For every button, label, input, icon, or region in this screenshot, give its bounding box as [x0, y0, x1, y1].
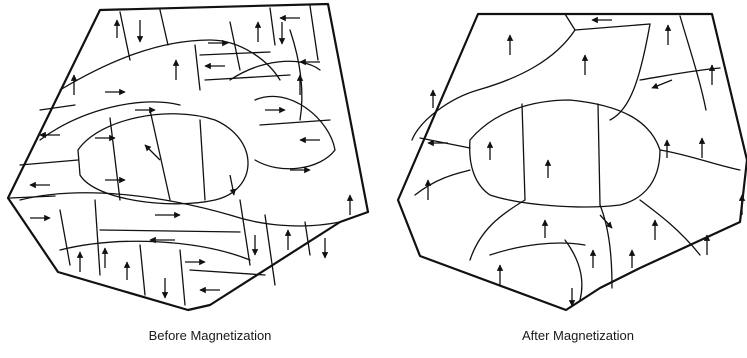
before-magnetization-caption: Before Magnetization [120, 328, 300, 343]
after-magnetization-caption: After Magnetization [488, 328, 668, 343]
after-grain-outline [398, 14, 747, 310]
before-grain-outline [8, 4, 368, 310]
before-magnetization-panel [8, 4, 368, 310]
after-magnetization-panel [398, 14, 747, 310]
